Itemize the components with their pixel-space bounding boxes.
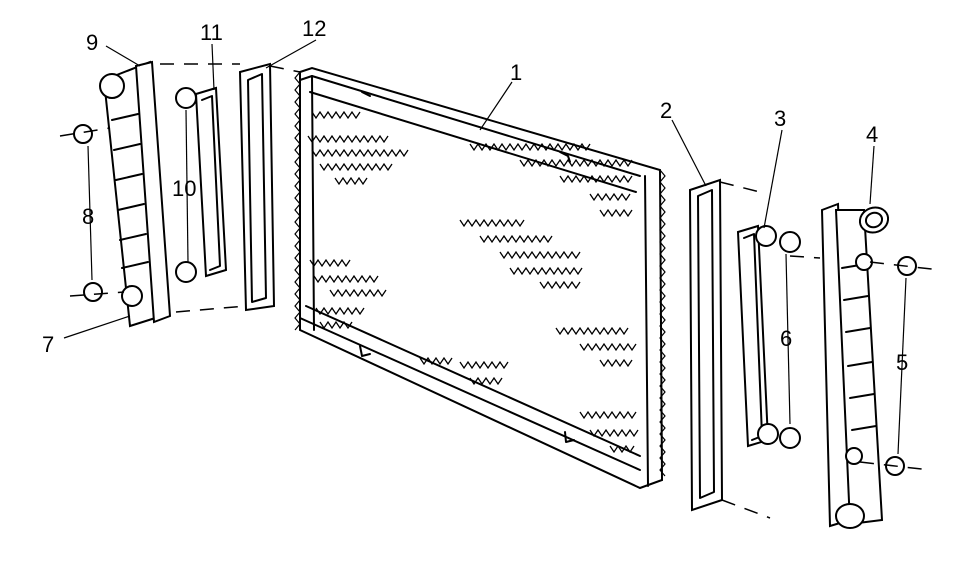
callout-3: 3	[774, 106, 786, 131]
callout-8: 8	[82, 204, 94, 229]
callout-5: 5	[896, 350, 908, 375]
alignment-lines	[59, 63, 941, 519]
callout-2: 2	[660, 98, 672, 123]
callout-12: 12	[302, 16, 326, 41]
left-tank	[99, 60, 172, 328]
callout-7: 7	[42, 332, 54, 357]
callout-labels: 1 2 3 4 5 6 7 8 9 10 11 12	[42, 16, 908, 375]
callout-1: 1	[510, 60, 522, 85]
callout-4: 4	[866, 122, 878, 147]
left-fasteners	[73, 124, 104, 302]
right-side-seal	[688, 178, 724, 512]
callout-9: 9	[86, 30, 98, 55]
left-oil-cooler	[175, 86, 228, 283]
callout-6: 6	[780, 326, 792, 351]
callout-11: 11	[200, 20, 223, 45]
radiator-core	[294, 66, 666, 490]
left-side-seal	[238, 62, 276, 312]
right-tank	[820, 202, 890, 529]
callout-10: 10	[172, 176, 196, 201]
right-oil-cooler	[736, 224, 802, 449]
leader-lines	[63, 39, 875, 339]
